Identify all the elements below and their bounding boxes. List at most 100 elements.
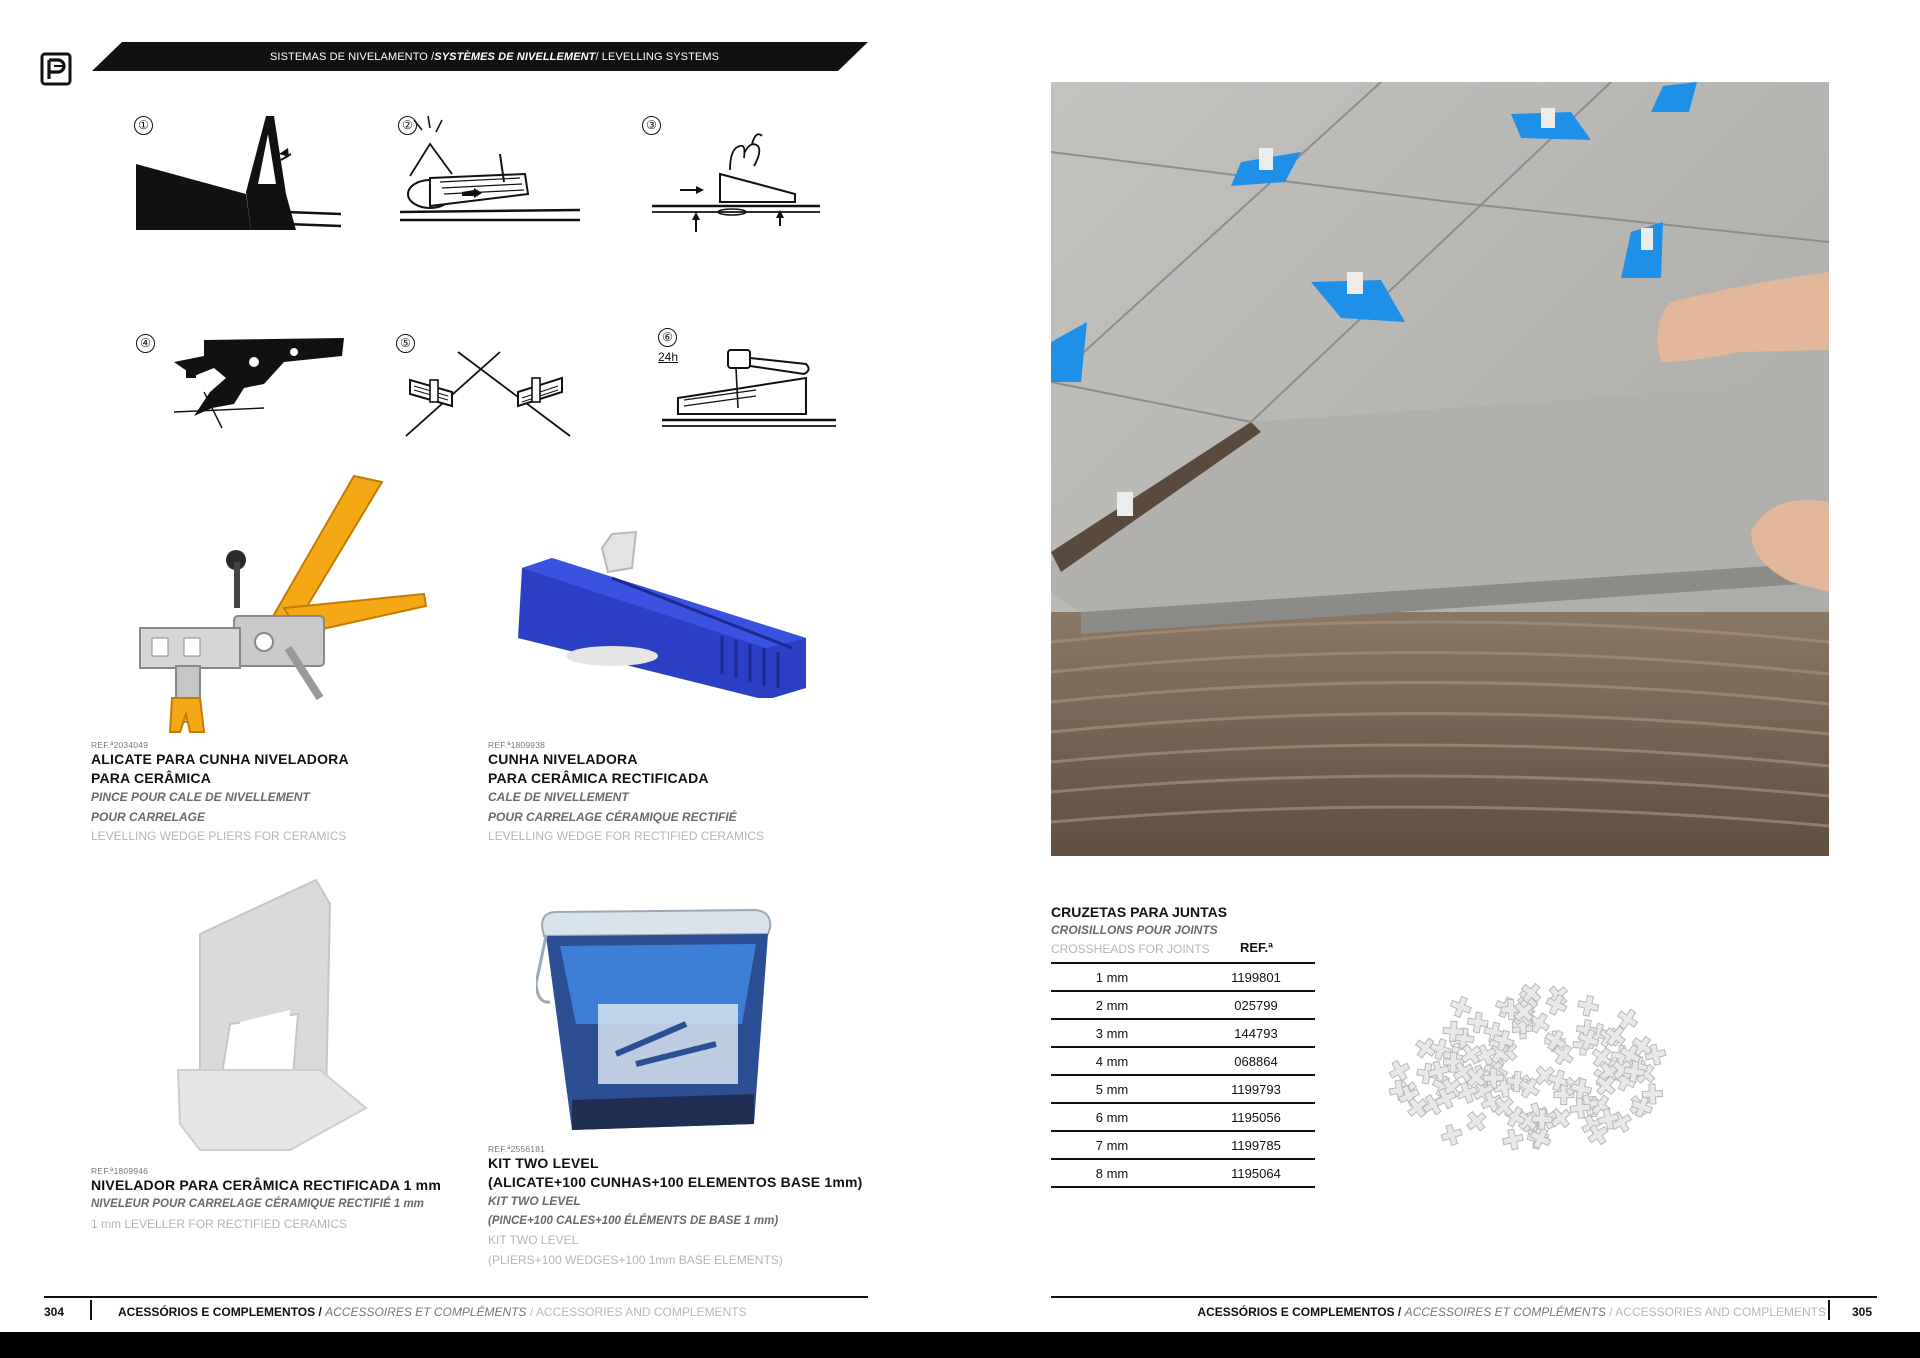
crosshead-piece xyxy=(1591,1046,1613,1068)
table-row: 1 mm 1199801 xyxy=(1051,962,1315,990)
crossheads-title-en: CROSSHEADS FOR JOINTS xyxy=(1051,942,1210,956)
crosshead-piece xyxy=(1466,1011,1489,1034)
step-4-illustration xyxy=(173,338,344,429)
product-title-en: KIT TWO LEVEL xyxy=(488,1233,579,1247)
cell-ref: 1199785 xyxy=(1231,1138,1281,1153)
crosshead-piece xyxy=(1465,1067,1487,1088)
crosshead-piece xyxy=(1545,993,1568,1016)
crosshead-piece xyxy=(1604,1025,1626,1047)
crosshead-piece xyxy=(1520,982,1542,1004)
cell-ref: 068864 xyxy=(1234,1054,1278,1069)
crosshead-piece xyxy=(1529,1127,1552,1150)
product-ref: REF.ª1809938 xyxy=(488,740,546,750)
product-title-pt-line2: (ALICATE+100 CUNHAS+100 ELEMENTOS BASE 1… xyxy=(488,1174,863,1190)
cell-size: 1 mm xyxy=(1095,970,1129,985)
crosshead-piece xyxy=(1550,1107,1571,1129)
crosshead-piece xyxy=(1531,1108,1553,1130)
crosshead-piece xyxy=(1442,1051,1465,1073)
crosshead-piece xyxy=(1513,1001,1534,1023)
step-2: ② xyxy=(398,114,588,234)
crosshead-piece xyxy=(1388,1079,1411,1102)
step-6: ⑥ 24h xyxy=(656,328,846,438)
step-3-illustration xyxy=(652,133,820,232)
step-4: ④ xyxy=(134,332,344,442)
leveling-pliers-image xyxy=(139,474,428,733)
leveller-base-image xyxy=(176,878,368,1151)
product-ref: REF.ª2034049 xyxy=(91,740,149,750)
banner-fr: SYSTÈMES DE NIVELLEMENT xyxy=(434,50,596,63)
product-title-pt: NIVELADOR PARA CERÂMICA RECTIFICADA 1 mm xyxy=(91,1177,441,1193)
product-title-fr: KIT TWO LEVEL xyxy=(488,1194,581,1208)
cell-size: 2 mm xyxy=(1095,998,1129,1013)
bottom-bar xyxy=(0,1332,1920,1358)
step-1-illustration xyxy=(136,116,342,230)
step-6-illustration xyxy=(662,349,836,427)
product-title-fr: NIVELEUR POUR CARRELAGE CÉRAMIQUE RECTIF… xyxy=(91,1198,424,1210)
crosshead-piece xyxy=(1489,1042,1511,1065)
crosshead-piece xyxy=(1577,994,1600,1017)
cell-ref: 1199793 xyxy=(1231,1082,1281,1097)
footer-en: / ACCESSORIES AND COMPLEMENTS xyxy=(1605,1305,1826,1319)
crosshead-piece xyxy=(1623,1060,1646,1083)
crosshead-piece xyxy=(1388,1059,1411,1082)
product-pliers-caption: REF.ª2034049 ALICATE PARA CUNHA NIVELADO… xyxy=(91,740,451,847)
crosshead-piece xyxy=(1528,1012,1551,1034)
product-title-pt-line2: PARA CERÂMICA xyxy=(91,770,212,786)
crosshead-piece xyxy=(1480,1090,1503,1113)
cell-ref: 1199801 xyxy=(1231,970,1281,985)
banner-en: / LEVELLING SYSTEMS xyxy=(595,50,720,63)
kit-bucket-image xyxy=(536,908,772,1130)
product-leveller-caption: REF.ª1809946 NIVELADOR PARA CERÂMICA REC… xyxy=(91,1166,531,1234)
step-4-number: ④ xyxy=(136,334,155,353)
crosshead-piece xyxy=(1460,1043,1482,1065)
crosshead-piece xyxy=(1506,1070,1528,1093)
product-wedge-caption: REF.ª1809938 CUNHA NIVELADORA PARA CERÂM… xyxy=(488,740,868,847)
step-2-number: ② xyxy=(398,116,417,135)
footer-en: / ACCESSORIES AND COMPLEMENTS xyxy=(526,1305,747,1319)
crosshead-piece xyxy=(1569,1097,1592,1120)
cell-size: 4 mm xyxy=(1095,1054,1129,1069)
crosshead-piece xyxy=(1466,1110,1487,1132)
product-title-fr-line2: POUR CARRELAGE CÉRAMIQUE RECTIFIÉ xyxy=(488,809,737,824)
cell-ref: 1195056 xyxy=(1231,1110,1281,1125)
product-title-fr: PINCE POUR CALE DE NIVELLEMENT xyxy=(91,790,310,804)
tiling-photo xyxy=(1051,82,1829,856)
product-ref: REF.ª1809946 xyxy=(91,1166,149,1176)
page-number-right: 305 xyxy=(1852,1305,1873,1319)
crosshead-piece xyxy=(1616,1008,1639,1030)
footer-pt: ACESSÓRIOS E COMPLEMENTOS / xyxy=(118,1305,326,1319)
table-row: 3 mm 144793 xyxy=(1051,1018,1315,1046)
footer-section-right: ACESSÓRIOS E COMPLEMENTOS / ACCESSOIRES … xyxy=(1197,1305,1826,1319)
crossheads-pile-image xyxy=(1388,982,1667,1151)
crosshead-piece xyxy=(1406,1097,1428,1118)
crosshead-piece xyxy=(1577,1028,1600,1051)
product-title-fr-line2: (PINCE+100 CALES+100 ÉLÉMENTS DE BASE 1 … xyxy=(488,1214,779,1227)
cell-ref: 1195064 xyxy=(1231,1166,1281,1181)
footer-rule-right xyxy=(1051,1296,1877,1298)
crosshead-piece xyxy=(1493,1076,1516,1099)
crosshead-piece xyxy=(1500,998,1522,1021)
crossheads-title-fr: CROISILLONS POUR JOINTS xyxy=(1051,923,1218,937)
product-title-pt: ALICATE PARA CUNHA NIVELADORA xyxy=(91,751,349,767)
cell-size: 7 mm xyxy=(1095,1138,1129,1153)
crosshead-piece xyxy=(1587,1123,1609,1146)
product-title-fr-line2: POUR CARRELAGE xyxy=(91,809,206,824)
crosshead-piece xyxy=(1595,1075,1616,1096)
footer-section-left: ACESSÓRIOS E COMPLEMENTOS / ACCESSOIRES … xyxy=(118,1305,747,1319)
product-title-pt: KIT TWO LEVEL xyxy=(488,1155,599,1171)
cell-size: 3 mm xyxy=(1095,1026,1129,1041)
footer-fr: ACCESSOIRES ET COMPLÉMENTS xyxy=(325,1305,527,1319)
crosshead-piece xyxy=(1552,1044,1574,1066)
product-title-en: LEVELLING WEDGE FOR RECTIFIED CERAMICS xyxy=(488,829,765,843)
step-5-number: ⑤ xyxy=(396,334,415,353)
crosshead-piece xyxy=(1630,1095,1654,1118)
section-banner: SISTEMAS DE NIVELAMENTO / SYSTÈMES DE NI… xyxy=(92,42,868,71)
step-6-number: ⑥ xyxy=(658,328,677,347)
step-3-number: ③ xyxy=(642,116,661,135)
cell-ref: 144793 xyxy=(1234,1026,1278,1041)
crosshead-piece xyxy=(1493,1096,1514,1117)
crosshead-piece xyxy=(1597,1107,1620,1131)
